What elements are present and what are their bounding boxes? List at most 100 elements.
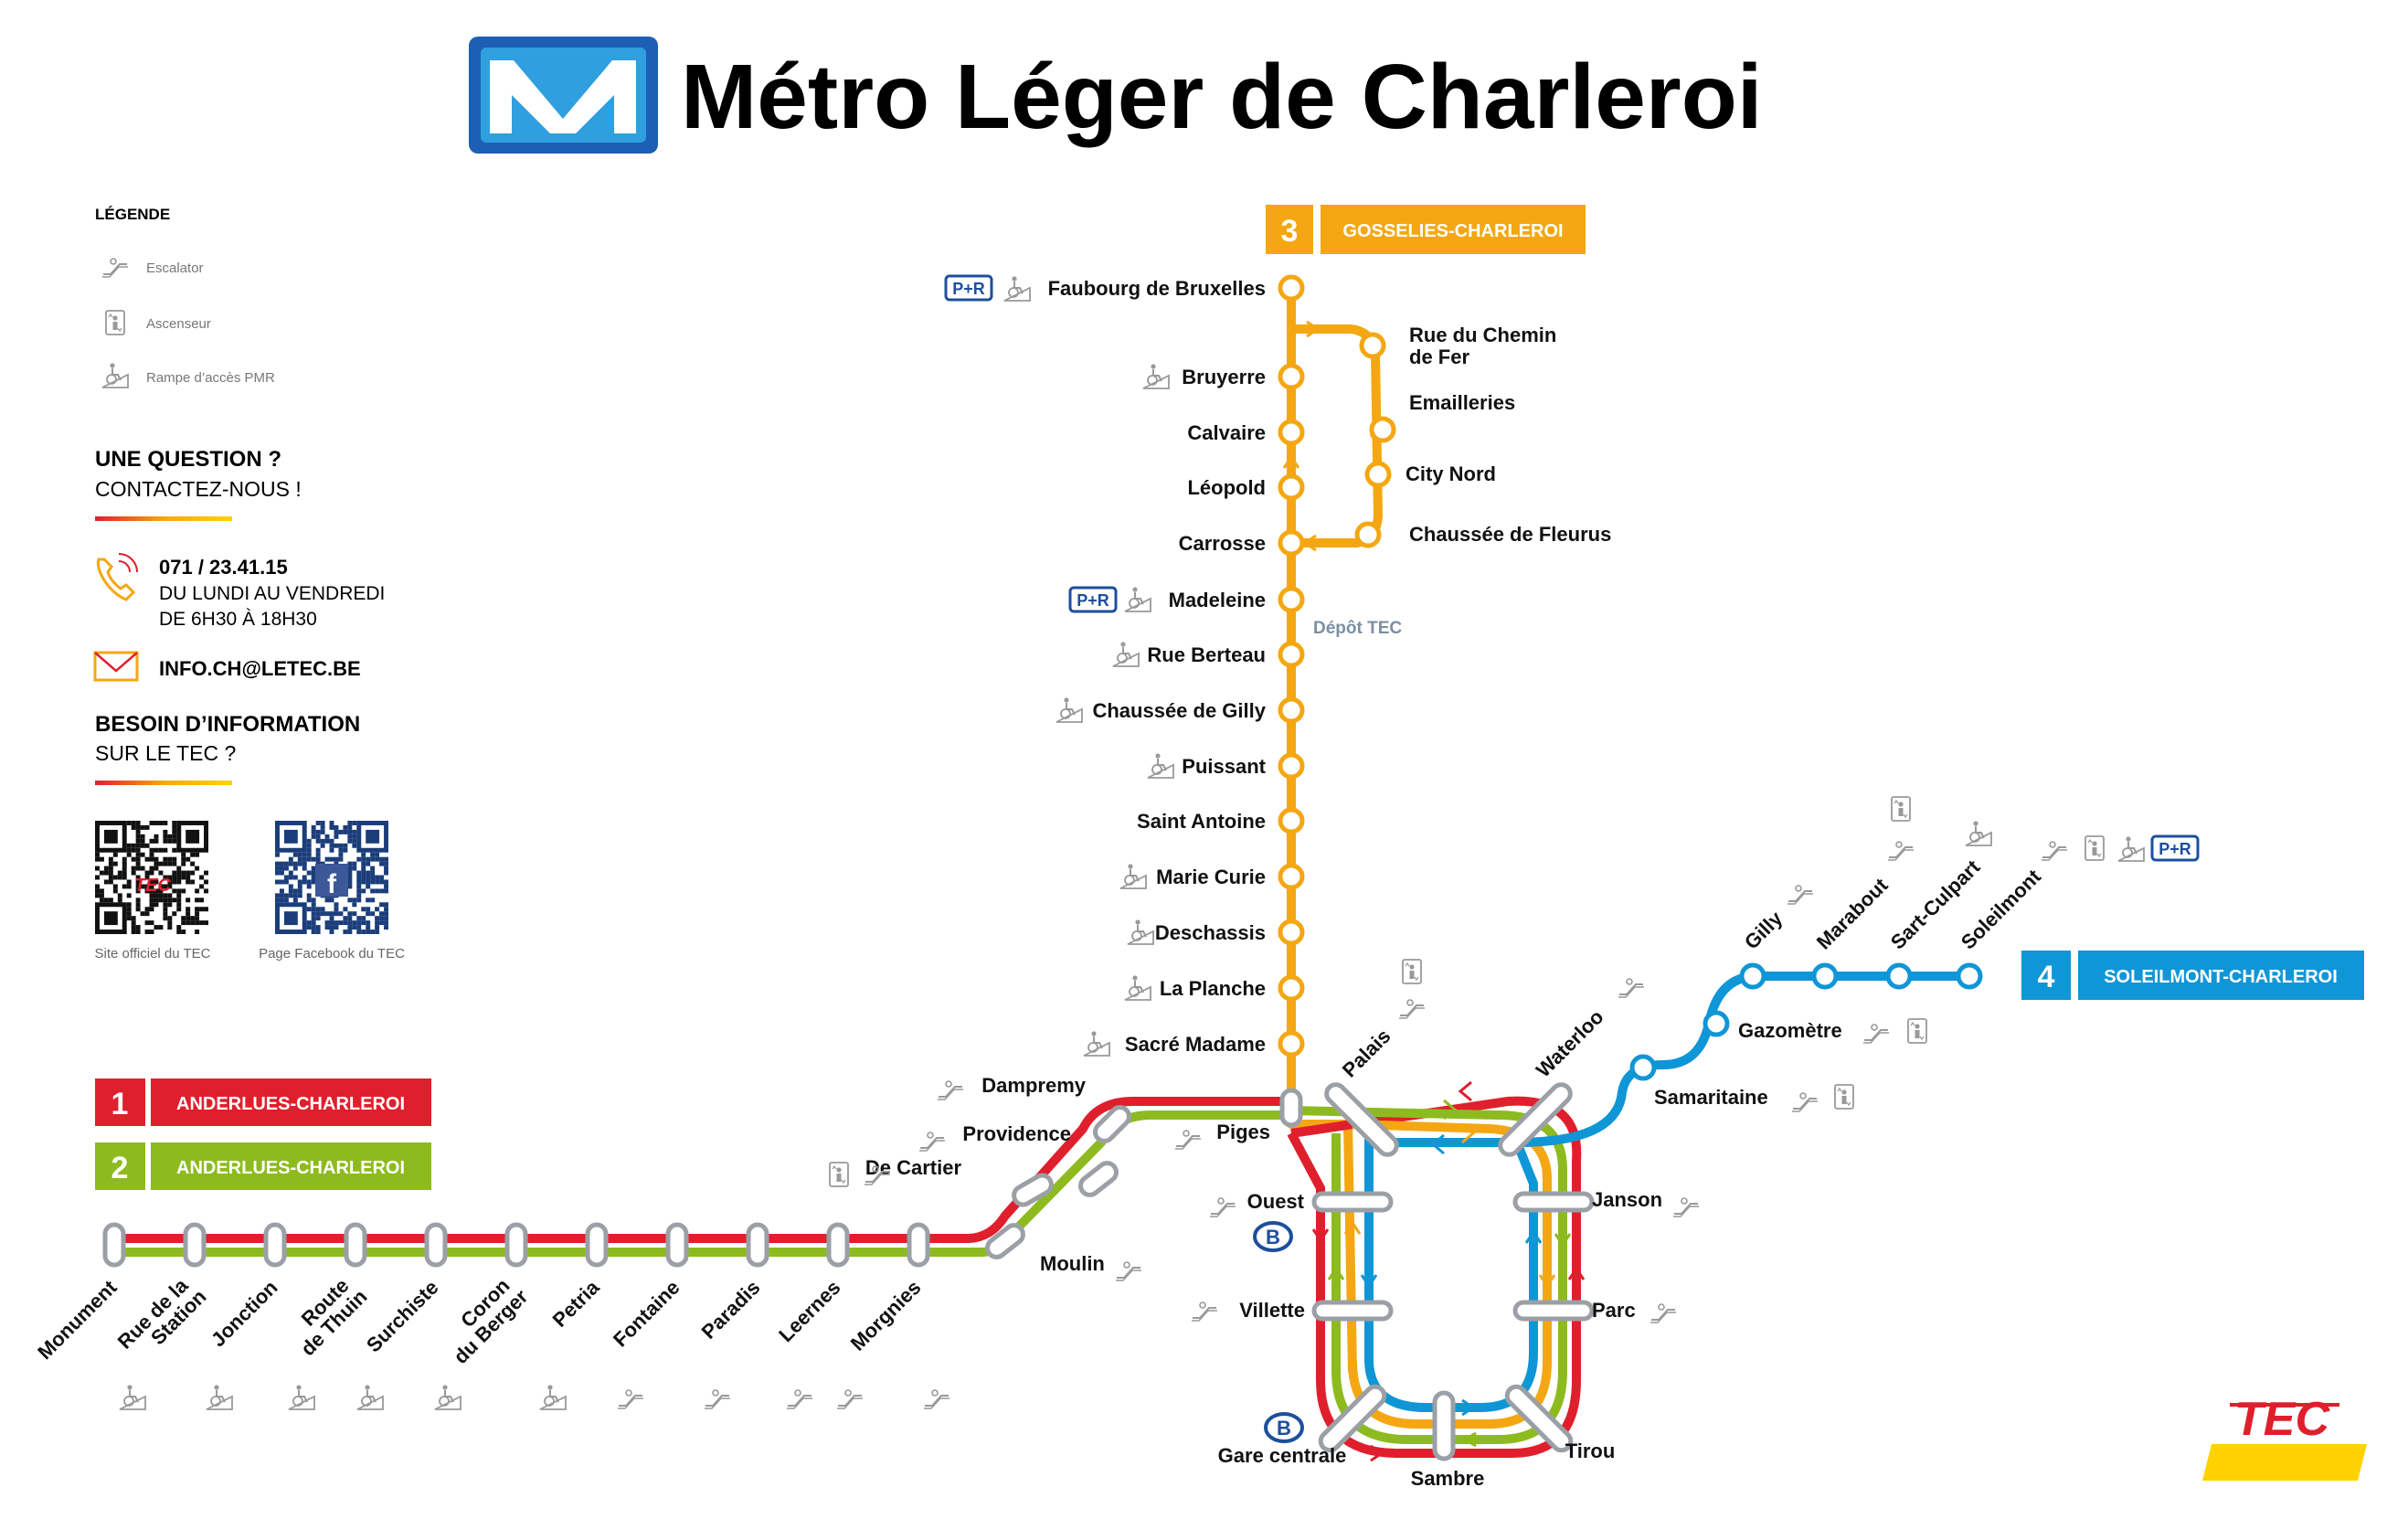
station-marker[interactable] bbox=[1011, 1172, 1055, 1207]
station-marker[interactable] bbox=[1278, 752, 1305, 780]
loop-track-orange bbox=[1348, 1120, 1552, 1429]
station-label: Gilly bbox=[1740, 907, 1787, 954]
station-marker[interactable] bbox=[1359, 332, 1386, 359]
station-marker[interactable] bbox=[1278, 974, 1305, 1002]
park-and-ride-icon: P+R bbox=[2150, 834, 2200, 862]
station-marker[interactable] bbox=[1278, 586, 1305, 613]
station-label: Sambre bbox=[1411, 1467, 1485, 1490]
station-marker[interactable] bbox=[1278, 863, 1305, 890]
station-marker[interactable] bbox=[1278, 363, 1305, 390]
wheelchair-ramp-icon bbox=[2117, 835, 2145, 862]
svg-text:B: B bbox=[1277, 1417, 1291, 1440]
svg-text:P+R: P+R bbox=[952, 280, 985, 298]
escalator-icon bbox=[786, 1389, 813, 1409]
divider bbox=[95, 516, 232, 521]
escalator-icon bbox=[1398, 999, 1426, 1019]
station-marker[interactable] bbox=[1278, 807, 1305, 834]
station-marker[interactable] bbox=[1323, 1081, 1401, 1159]
station-marker[interactable] bbox=[1278, 919, 1305, 946]
station-marker[interactable] bbox=[665, 1222, 689, 1268]
station-marker[interactable] bbox=[1317, 1383, 1388, 1454]
station-label: Surchiste bbox=[362, 1276, 443, 1357]
station-label: Rue du Chemin bbox=[1409, 324, 1556, 346]
station-marker[interactable] bbox=[1278, 419, 1305, 446]
wheelchair-ramp-icon bbox=[101, 362, 129, 388]
line-2-number: 2 bbox=[111, 1151, 129, 1185]
station-marker[interactable] bbox=[1497, 1081, 1575, 1159]
station-marker[interactable] bbox=[263, 1222, 287, 1268]
station-marker[interactable] bbox=[1091, 1103, 1132, 1144]
station-marker[interactable] bbox=[1885, 962, 1913, 990]
line-1-badge: 1 ANDERLUES-CHARLEROI bbox=[95, 1078, 431, 1126]
station-marker[interactable] bbox=[1278, 473, 1305, 501]
station-label: Puissant bbox=[1182, 755, 1266, 778]
station-marker[interactable] bbox=[1354, 521, 1382, 548]
escalator-icon bbox=[1209, 1197, 1236, 1217]
elevator-icon bbox=[829, 1162, 849, 1187]
station-marker[interactable] bbox=[1503, 1383, 1575, 1454]
station-marker[interactable] bbox=[1279, 1088, 1303, 1128]
station-marker[interactable] bbox=[1703, 1010, 1730, 1037]
qr-code-tec-website[interactable] bbox=[95, 820, 208, 935]
station-marker[interactable] bbox=[1956, 962, 1983, 990]
escalator-icon bbox=[617, 1389, 644, 1409]
phone-number[interactable]: 071 / 23.41.15 bbox=[159, 556, 288, 579]
station-marker[interactable] bbox=[746, 1222, 769, 1268]
escalator-icon bbox=[923, 1389, 950, 1409]
hours-line1: DU LUNDI AU VENDREDI bbox=[159, 583, 385, 604]
legend-heading: LÉGENDE bbox=[95, 206, 170, 223]
station-marker[interactable] bbox=[907, 1222, 930, 1268]
elevator-icon bbox=[105, 310, 125, 335]
escalator-icon bbox=[1887, 841, 1915, 861]
email-address[interactable]: INFO.CH@LETEC.BE bbox=[159, 657, 361, 680]
station-label: Tirou bbox=[1565, 1440, 1616, 1462]
info-line1: BESOIN D’INFORMATION bbox=[95, 712, 360, 737]
wheelchair-ramp-icon bbox=[1142, 363, 1170, 389]
line-4-badge: 4 SOLEILMONT-CHARLEROI bbox=[2021, 951, 2364, 1000]
station-marker[interactable] bbox=[826, 1222, 850, 1268]
station-label: Villette bbox=[1239, 1299, 1305, 1322]
station-label: de Fer bbox=[1409, 345, 1469, 368]
station-label: Palais bbox=[1338, 1025, 1395, 1082]
station-label: Paradis bbox=[697, 1276, 765, 1344]
station-label: La Planche bbox=[1160, 977, 1266, 1000]
station-marker[interactable] bbox=[1512, 1300, 1595, 1322]
station-marker[interactable] bbox=[504, 1222, 528, 1268]
qr-tec-logo: TEC bbox=[134, 876, 172, 896]
station-marker[interactable] bbox=[1629, 1054, 1657, 1081]
station-marker[interactable] bbox=[1077, 1160, 1120, 1199]
station-marker[interactable] bbox=[1278, 696, 1305, 724]
station-marker[interactable] bbox=[1739, 962, 1766, 990]
escalator-icon bbox=[1115, 1261, 1142, 1281]
qr2-caption: Page Facebook du TEC bbox=[259, 946, 405, 962]
station-marker[interactable] bbox=[1364, 461, 1392, 488]
line-4-track bbox=[1364, 972, 1969, 1412]
station-label: Léopold bbox=[1187, 476, 1266, 499]
station-marker[interactable] bbox=[984, 1222, 1027, 1261]
qr1-caption: Site officiel du TEC bbox=[94, 946, 210, 962]
station-marker[interactable] bbox=[1278, 274, 1305, 302]
station-label: Carrosse bbox=[1179, 532, 1266, 555]
station-marker[interactable] bbox=[1278, 641, 1305, 668]
station-marker[interactable] bbox=[183, 1222, 207, 1268]
divider bbox=[95, 781, 232, 785]
station-label: Faubourg de Bruxelles bbox=[1048, 277, 1266, 300]
station-marker[interactable] bbox=[344, 1222, 367, 1268]
station-marker[interactable] bbox=[1811, 962, 1839, 990]
escalator-icon bbox=[1791, 1092, 1819, 1112]
escalator-icon bbox=[937, 1080, 964, 1100]
station-label: Monument bbox=[33, 1275, 122, 1364]
station-marker[interactable] bbox=[1311, 1300, 1394, 1322]
legend-escalator-label: Escalator bbox=[146, 260, 204, 276]
station-marker[interactable] bbox=[1369, 416, 1396, 443]
elevator-icon bbox=[1402, 959, 1422, 984]
station-marker[interactable] bbox=[1512, 1191, 1595, 1213]
station-marker[interactable] bbox=[585, 1222, 609, 1268]
station-marker[interactable] bbox=[102, 1222, 126, 1268]
station-marker[interactable] bbox=[1278, 1030, 1305, 1057]
station-marker[interactable] bbox=[1311, 1191, 1394, 1213]
station-marker[interactable] bbox=[1432, 1390, 1456, 1461]
station-marker[interactable] bbox=[424, 1222, 448, 1268]
station-marker[interactable] bbox=[1278, 529, 1305, 557]
